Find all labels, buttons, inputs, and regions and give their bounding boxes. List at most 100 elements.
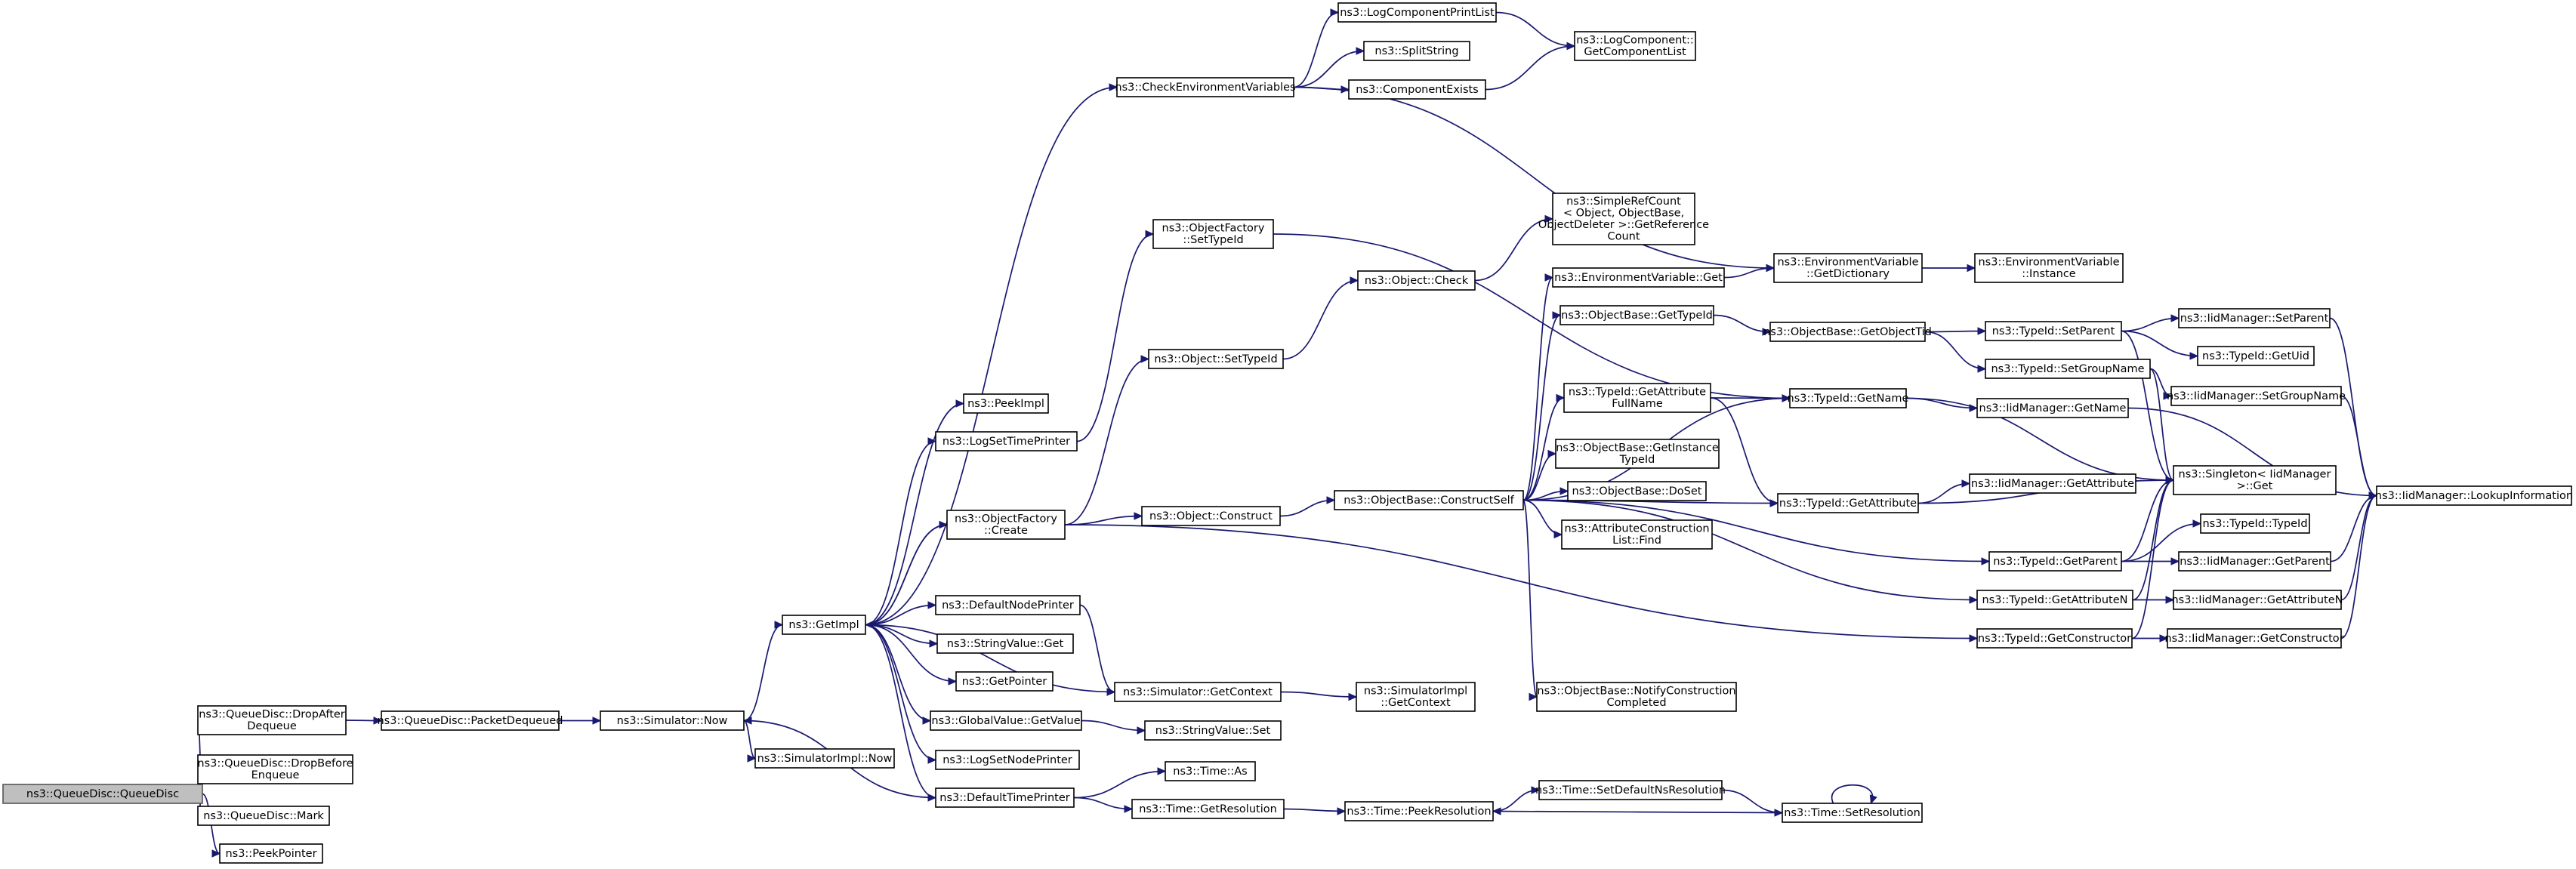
graph-node-tidsetparent[interactable]: ns3::TypeId::SetParent (1985, 321, 2122, 341)
graph-node-timeas[interactable]: ns3::Time::As (1165, 761, 1256, 781)
graph-node-envgetdict[interactable]: ns3::EnvironmentVariable::GetDictionary (1773, 253, 1923, 283)
graph-node-obdoset[interactable]: ns3::ObjectBase::DoSet (1567, 481, 1707, 501)
node-label: ::Create (984, 525, 1028, 537)
edge-arrowhead (1969, 596, 1979, 604)
node-label: ObjectDeleter >::GetReference (1538, 219, 1709, 231)
graph-node-getimpl[interactable]: ns3::GetImpl (782, 615, 866, 635)
graph-node-obconstructself[interactable]: ns3::ObjectBase::ConstructSelf (1334, 490, 1524, 510)
edge-arrowhead (1553, 530, 1563, 539)
edge-line (2121, 330, 2198, 357)
graph-node-iidgetattr[interactable]: ns3::IidManager::GetAttribute (1969, 473, 2136, 494)
graph-node-simimplnow[interactable]: ns3::SimulatorImpl::Now (754, 748, 895, 769)
edge-deftimeprinter-to-timegetres (1073, 797, 1134, 813)
graph-node-qd[interactable]: ns3::QueueDisc::QueueDisc (2, 784, 203, 804)
graph-node-logsettime[interactable]: ns3::LogSetTimePrinter (935, 431, 1078, 451)
node-label: ns3::ObjectBase::GetObjectTid (1763, 326, 1932, 338)
edge-arrowhead (1547, 449, 1557, 458)
edge-arrowhead (2165, 596, 2175, 604)
edge-arrowhead (955, 399, 965, 408)
graph-node-tidgetattr[interactable]: ns3::TypeId::GetAttribute (1777, 493, 1919, 513)
graph-node-iidsetgroup[interactable]: ns3::IidManager::SetGroupName (2167, 386, 2346, 406)
node-label: ns3::GetPointer (962, 676, 1047, 688)
edge-now-to-simimplnow (743, 720, 757, 763)
edge-line (1293, 86, 1775, 269)
graph-node-envinstance[interactable]: ns3::EnvironmentVariable::Instance (1974, 253, 2124, 283)
graph-node-mark[interactable]: ns3::QueueDisc::Mark (197, 806, 330, 826)
graph-node-deftimeprinter[interactable]: ns3::DefaultTimePrinter (935, 787, 1075, 808)
graph-node-logcompprint[interactable]: ns3::LogComponentPrintList (1337, 2, 1497, 23)
graph-node-ofcreate[interactable]: ns3::ObjectFactory::Create (946, 510, 1066, 540)
edge-line (2121, 317, 2180, 332)
graph-node-getpointer[interactable]: ns3::GetPointer (955, 671, 1054, 692)
graph-node-timesetres[interactable]: ns3::Time::SetResolution (1782, 803, 1923, 823)
graph-node-tidgetname[interactable]: ns3::TypeId::GetName (1788, 388, 1909, 408)
graph-node-tidsetgroup[interactable]: ns3::TypeId::SetGroupName (1985, 359, 2151, 379)
graph-node-iidgetparent[interactable]: ns3::IidManager::GetParent (2178, 551, 2331, 572)
edge-dropafter-to-pktdeq (345, 716, 383, 725)
node-label: ns3::IidManager::SetParent (2180, 313, 2329, 325)
graph-node-strvalset[interactable]: ns3::StringValue::Set (1144, 720, 1282, 741)
edge-arrowhead (1157, 767, 1167, 775)
graph-node-logcompgetlist[interactable]: ns3::LogComponent::GetComponentList (1574, 31, 1696, 61)
edge-line (1282, 279, 1359, 360)
graph-node-oftypeid[interactable]: ns3::ObjectFactory::SetTypeId (1152, 219, 1274, 249)
graph-node-checkenv[interactable]: ns3::CheckEnvironmentVariables (1115, 77, 1296, 97)
edge-ofcreate-to-getimpl (864, 524, 948, 629)
graph-node-tidgetparent[interactable]: ns3::TypeId::GetParent (1988, 551, 2122, 572)
graph-node-tidgetattrn[interactable]: ns3::TypeId::GetAttributeN (1976, 590, 2133, 610)
graph-node-compexists[interactable]: ns3::ComponentExists (1348, 79, 1486, 100)
graph-node-gvgetvalue[interactable]: ns3::GlobalValue::GetValue (930, 710, 1082, 731)
node-label: ns3::AttributeConstruction (1564, 523, 1709, 535)
graph-node-peekptr[interactable]: ns3::PeekPointer (219, 843, 323, 864)
graph-node-obgettypeid[interactable]: ns3::ObjectBase::GetTypeId (1559, 305, 1714, 325)
edge-line (2121, 479, 2174, 562)
node-label: ns3::Time::PeekResolution (1347, 806, 1491, 818)
edge-arrowhead (1140, 355, 1150, 363)
graph-node-objcheck[interactable]: ns3::Object::Check (1357, 270, 1476, 291)
graph-node-simgetctx[interactable]: ns3::Simulator::GetContext (1114, 682, 1282, 702)
graph-node-iidlookup[interactable]: ns3::IidManager::LookupInformation (2375, 485, 2573, 506)
graph-node-obgetobjtid[interactable]: ns3::ObjectBase::GetObjectTid (1763, 322, 1932, 342)
node-box (1789, 388, 1907, 408)
graph-node-iidsetparent[interactable]: ns3::IidManager::SetParent (2178, 308, 2331, 328)
graph-node-iidgetname[interactable]: ns3::IidManager::GetName (1976, 398, 2129, 418)
graph-node-simimplgetctx[interactable]: ns3::SimulatorImpl::GetContext (1356, 682, 1476, 712)
edge-arrowhead (1356, 47, 1365, 55)
edge-simgetctx-to-simimplgetctx (1280, 691, 1358, 701)
graph-node-setdefns[interactable]: ns3::Time::SetDefaultNsResolution (1535, 780, 1726, 800)
graph-node-objsettypeid[interactable]: ns3::Object::SetTypeId (1148, 349, 1284, 369)
graph-node-peekres[interactable]: ns3::Time::PeekResolution (1344, 801, 1494, 821)
edge-arrowhead (2163, 392, 2173, 400)
graph-node-peekimpl[interactable]: ns3::PeekImpl (963, 393, 1049, 414)
node-box (1777, 493, 1919, 513)
graph-node-timegetres[interactable]: ns3::Time::GetResolution (1131, 799, 1285, 819)
edge-tidattrfull-to-tidgetname (1710, 394, 1791, 402)
node-label: ns3::LogSetTimePrinter (942, 436, 1070, 448)
graph-node-objconstruct[interactable]: ns3::Object::Construct (1141, 506, 1281, 526)
graph-node-iidgetctor[interactable]: ns3::IidManager::GetConstructor (2164, 628, 2344, 649)
graph-node-defnodeprinter[interactable]: ns3::DefaultNodePrinter (935, 595, 1081, 615)
node-box (1563, 383, 1711, 413)
node-box (782, 615, 866, 635)
graph-node-envvarget[interactable]: ns3::EnvironmentVariable::Get (1552, 267, 1725, 288)
graph-node-pktdeq[interactable]: ns3::QueueDisc::PacketDequeued (377, 710, 563, 731)
graph-node-splitstring[interactable]: ns3::SplitString (1363, 41, 1470, 61)
edge-arrowhead (1544, 214, 1554, 223)
node-label: ns3::TypeId::SetGroupName (1991, 363, 2144, 375)
graph-node-obnotify[interactable]: ns3::ObjectBase::NotifyConstructionCompl… (1536, 682, 1737, 712)
graph-node-logsetnode[interactable]: ns3::LogSetNodePrinter (935, 750, 1080, 770)
graph-node-strvalget[interactable]: ns3::StringValue::Get (936, 633, 1074, 654)
graph-node-simplerefcount[interactable]: ns3::SimpleRefCount< Object, ObjectBase,… (1538, 193, 1709, 245)
graph-node-tidgetuid[interactable]: ns3::TypeId::GetUid (2197, 346, 2315, 366)
node-box (1969, 473, 2136, 494)
graph-node-tidtypeid[interactable]: ns3::TypeId::TypeId (2200, 513, 2310, 534)
graph-node-singleton[interactable]: ns3::Singleton< IidManager>::Get (2173, 465, 2337, 495)
graph-node-iidgetattrn[interactable]: ns3::IidManager::GetAttributeN (2171, 590, 2343, 610)
graph-node-now[interactable]: ns3::Simulator::Now (600, 710, 745, 731)
graph-node-tidgetctor[interactable]: ns3::TypeId::GetConstructor (1976, 628, 2133, 649)
